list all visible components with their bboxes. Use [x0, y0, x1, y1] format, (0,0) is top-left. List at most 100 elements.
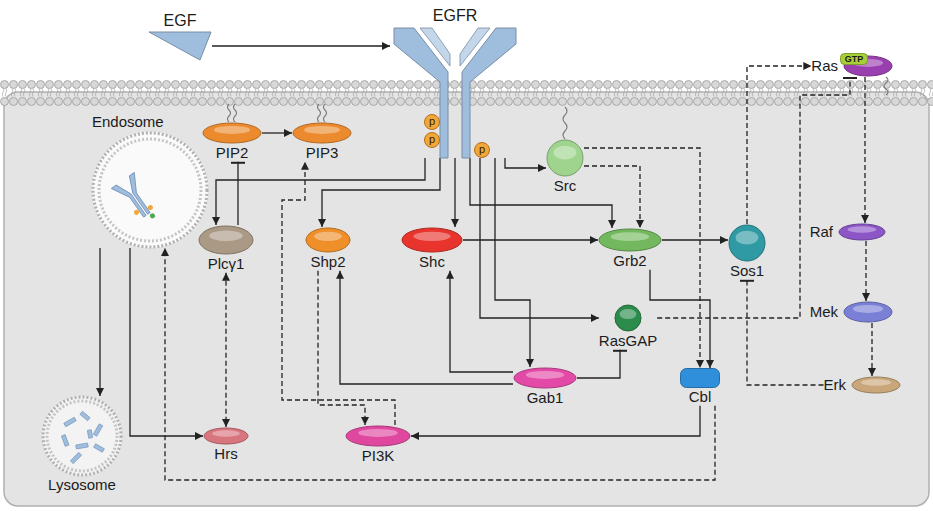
node-label: Shc — [419, 254, 445, 271]
inhibition-line — [237, 162, 238, 225]
node-label: Endosome — [92, 114, 164, 131]
node-label: Lysosome — [48, 477, 116, 494]
receptor-symbol-outline — [390, 26, 520, 158]
activation-arrow — [662, 239, 728, 240]
node-label: Shp2 — [310, 254, 345, 271]
inhibition-line — [657, 77, 850, 318]
protein-node-outline — [680, 368, 720, 388]
protein-node: Grb2 — [598, 228, 662, 270]
protein-node-outline — [198, 225, 254, 255]
protein-node-outline — [345, 425, 411, 447]
lysosome-vesicle: Lysosome — [42, 396, 122, 494]
protein-node: Src — [546, 139, 584, 195]
lipid-anchors — [228, 77, 889, 139]
node-label: Erk — [824, 377, 847, 394]
activation-arrow — [130, 248, 203, 436]
node-label: PI3K — [362, 448, 395, 465]
activation-arrow — [650, 270, 710, 368]
endosome-vesicle: Endosome — [92, 114, 208, 248]
node-label: PIP3 — [306, 145, 339, 162]
protein-node-outline — [843, 301, 893, 323]
node-label: Ras — [811, 58, 838, 75]
node-label: Raf — [810, 224, 833, 241]
node-label: Plcγ1 — [208, 256, 245, 273]
phospho-site: p — [424, 132, 440, 148]
activation-arrow — [411, 406, 700, 436]
activation-arrow — [480, 158, 599, 318]
activation-arrow — [495, 158, 530, 367]
node-label: Mek — [810, 304, 838, 321]
gtp-tag: GTP — [840, 53, 868, 65]
node-label: EGF — [164, 12, 197, 30]
activation-arrow — [505, 158, 546, 168]
protein-node: PI3K — [345, 425, 411, 465]
protein-node: Raf — [810, 223, 886, 241]
lipid-node-outline — [292, 122, 352, 144]
protein-node: Mek — [810, 301, 893, 323]
activation-arrow — [584, 166, 640, 228]
node-label: Hrs — [214, 446, 237, 463]
lipid-node: PIP2 — [202, 122, 262, 162]
activation-arrow — [747, 66, 811, 224]
receptor-symbol: EGFR — [390, 7, 520, 158]
activation-arrow — [871, 323, 872, 376]
protein-node: Erk — [824, 376, 902, 394]
protein-node: Hrs — [203, 427, 249, 463]
node-label: Gab1 — [527, 390, 564, 407]
protein-node-outline — [598, 228, 662, 252]
endosome-vesicle-outline — [92, 132, 208, 248]
protein-node-outline — [305, 227, 351, 253]
activation-arrow — [865, 241, 866, 301]
lipid-node-outline — [202, 122, 262, 144]
ligand-wedge-outline — [148, 31, 212, 61]
protein-node: RasGAP — [599, 304, 657, 350]
node-label: Grb2 — [613, 253, 646, 270]
protein-node: Shp2 — [305, 227, 351, 271]
lipid-node: PIP3 — [292, 122, 352, 162]
node-label: Src — [554, 178, 577, 195]
phospho-site: p — [424, 114, 440, 130]
activation-arrow — [216, 158, 425, 225]
protein-node: Sos1 — [728, 224, 766, 280]
protein-node-outline — [401, 227, 463, 253]
node-label: Sos1 — [730, 263, 764, 280]
protein-node: Gab1 — [513, 367, 577, 407]
protein-node-outline — [614, 304, 642, 332]
activation-arrow — [454, 158, 455, 227]
lysosome-vesicle-outline — [42, 396, 122, 476]
protein-node-outline — [513, 367, 577, 389]
activation-arrow — [99, 248, 100, 396]
activation-arrow — [470, 158, 612, 228]
phospho-site: p — [474, 142, 490, 158]
protein-node-outline — [728, 224, 766, 262]
protein-node-outline — [838, 223, 886, 241]
activation-arrow — [463, 239, 598, 240]
activation-arrow — [450, 271, 513, 372]
activation-arrow — [584, 148, 700, 368]
protein-node: Ras GTP — [811, 55, 893, 77]
activation-arrow — [322, 158, 440, 227]
activation-arrow — [165, 248, 715, 480]
protein-node: Plcγ1 — [198, 225, 254, 273]
activation-arrow — [318, 271, 365, 425]
activation-arrow — [225, 273, 226, 427]
activation-arrow — [262, 132, 292, 133]
ligand-wedge: EGF — [148, 12, 212, 61]
protein-node: Cbl — [680, 368, 720, 406]
node-label: EGFR — [433, 7, 477, 25]
node-label: Cbl — [689, 389, 712, 406]
activation-arrow — [340, 271, 513, 384]
inhibition-line — [747, 280, 824, 385]
inhibition-line — [577, 350, 620, 378]
activation-arrow — [212, 45, 390, 46]
node-label: GTP — [845, 54, 864, 64]
protein-node-outline — [546, 139, 584, 177]
node-label: PIP2 — [216, 145, 249, 162]
protein-node-outline — [851, 376, 901, 394]
node-label: RasGAP — [599, 333, 657, 350]
activation-arrow — [864, 77, 865, 223]
protein-node: Shc — [401, 227, 463, 271]
endosome-illustration — [92, 132, 208, 248]
activation-arrow — [282, 162, 395, 425]
